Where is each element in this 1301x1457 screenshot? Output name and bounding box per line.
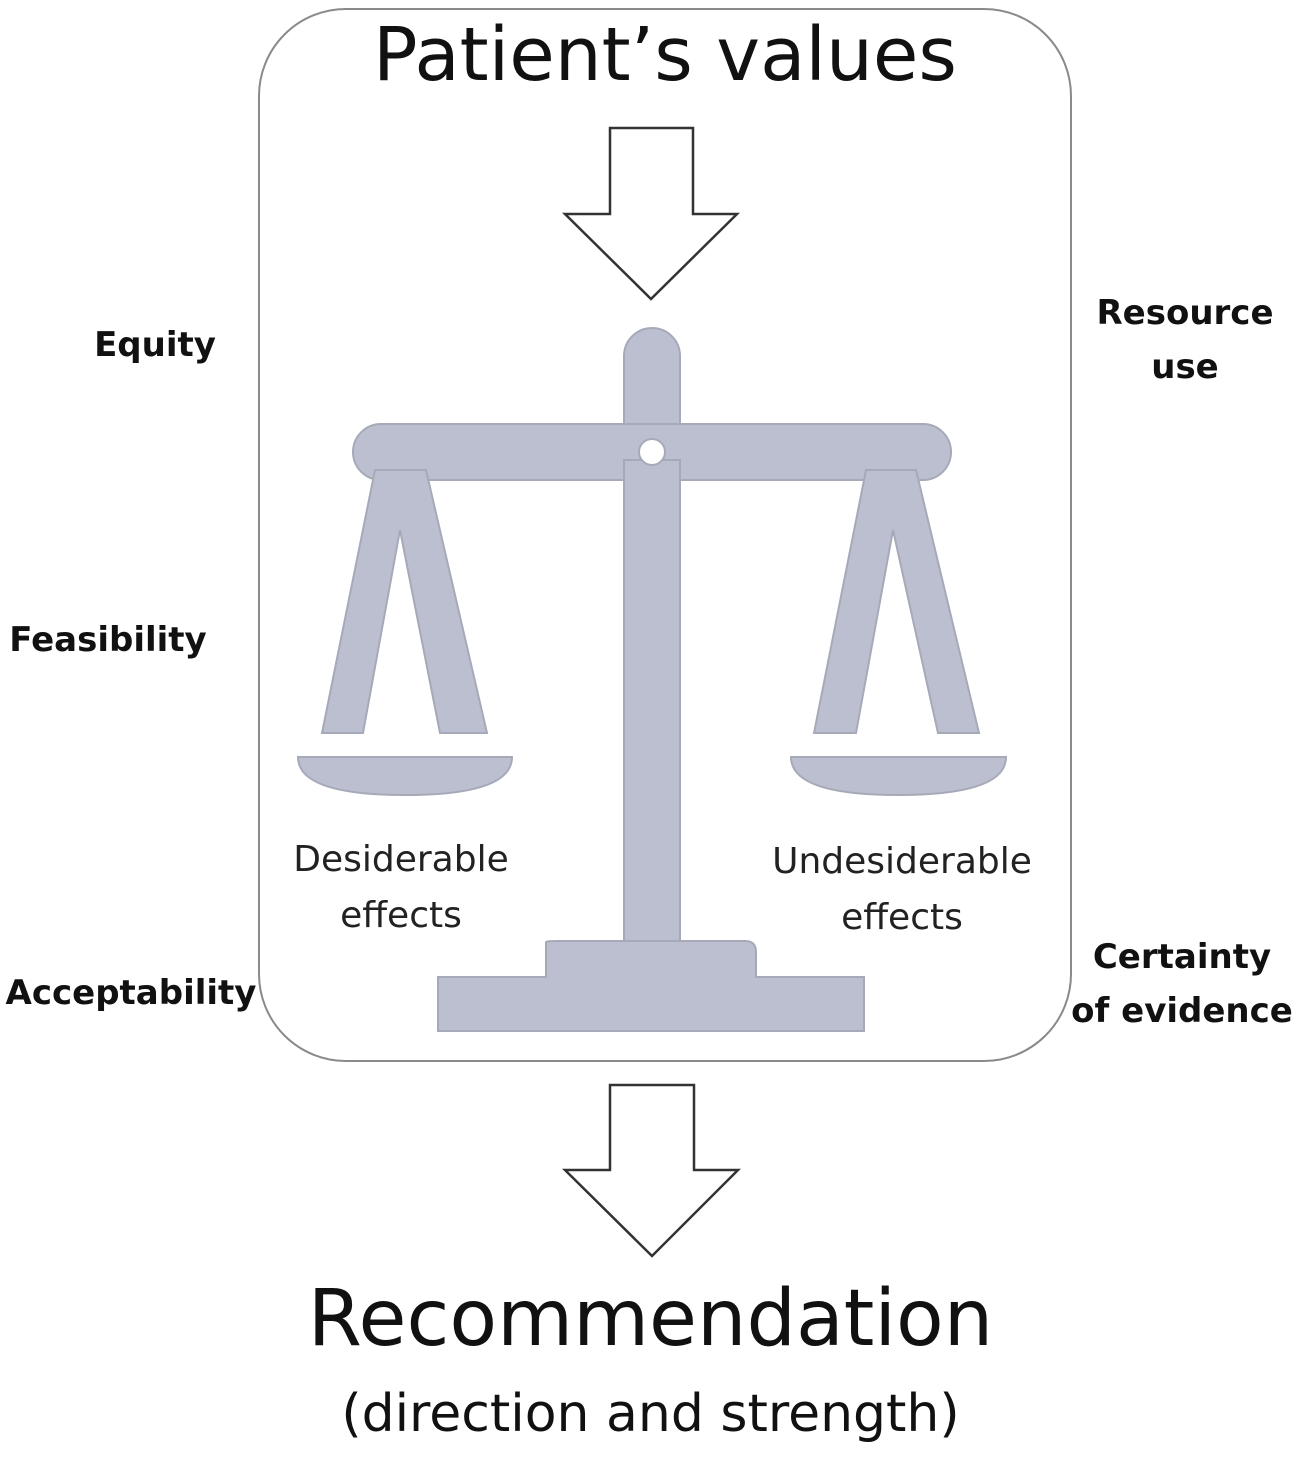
scale-pivot-hole (638, 438, 666, 466)
certainty-line2: of evidence (1071, 991, 1293, 1032)
desiderable-line2: effects (340, 894, 462, 936)
scale-left-pan (296, 756, 514, 797)
down-arrow-top (561, 126, 741, 301)
scale-right-hanger (812, 469, 981, 734)
scale-base (437, 940, 865, 1032)
scale-pillar (623, 459, 681, 961)
certainty-line1: Certainty (1092, 937, 1272, 977)
desiderable-line1: Desiderable (293, 839, 509, 880)
undesiderable-effects-label: Undesiderable effects (750, 834, 1054, 946)
down-arrow-bottom (561, 1083, 742, 1258)
resource-use-label: Resource use (1080, 286, 1290, 395)
recommendation-subtitle: (direction and strength) (341, 1384, 960, 1444)
scale-left-hanger (320, 469, 489, 734)
values-frame (258, 8, 1072, 1062)
acceptability-text: Acceptability (5, 973, 257, 1013)
equity-text: Equity (94, 325, 216, 365)
desiderable-effects-label: Desiderable effects (270, 832, 532, 944)
feasibility-label: Feasibility (2, 613, 214, 667)
patients-values-label: Patient’s values (373, 12, 957, 98)
resource-use-line1: Resource (1096, 293, 1274, 333)
undesiderable-line1: Undesiderable (772, 841, 1032, 882)
certainty-of-evidence-label: Certainty of evidence (1064, 930, 1300, 1039)
acceptability-label: Acceptability (0, 966, 262, 1020)
equity-label: Equity (60, 318, 250, 372)
feasibility-text: Feasibility (9, 620, 207, 660)
resource-use-line2: use (1151, 347, 1219, 388)
recommendation-title: Recommendation (307, 1274, 994, 1364)
undesiderable-line2: effects (841, 896, 963, 938)
scale-right-pan (789, 756, 1008, 797)
